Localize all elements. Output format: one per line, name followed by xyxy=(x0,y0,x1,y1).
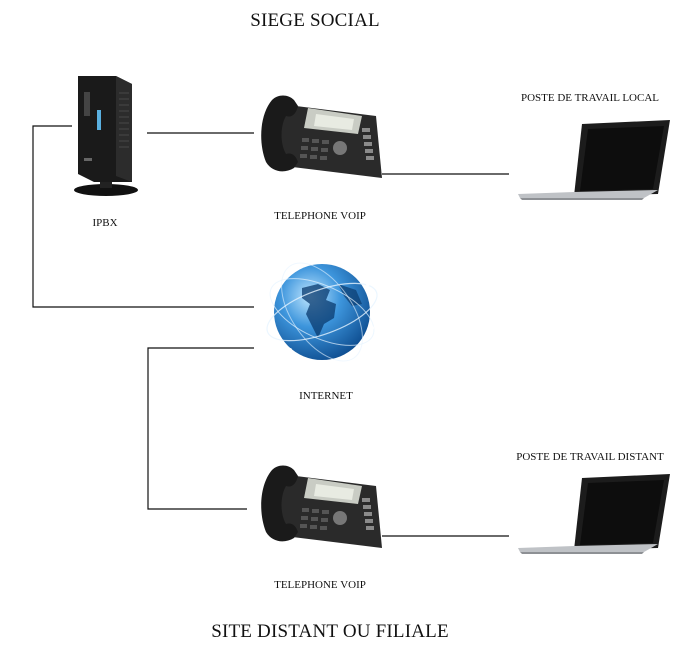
voip-phone-icon xyxy=(261,465,382,548)
label-ipbx: IPBX xyxy=(92,217,118,229)
label-phone-hq: TELEPHONE VOIP xyxy=(274,210,366,222)
label-internet: INTERNET xyxy=(299,390,353,402)
laptop-icon xyxy=(518,474,670,554)
edge-ipbx-internet xyxy=(32,125,254,308)
laptop-icon xyxy=(518,120,670,200)
edge-internet-phone-remote xyxy=(147,347,254,510)
label-laptop-remote: POSTE DE TRAVAIL DISTANT xyxy=(516,451,664,463)
label-laptop-local: POSTE DE TRAVAIL LOCAL xyxy=(520,92,660,104)
title-site-distant: SITE DISTANT OU FILIALE xyxy=(211,621,449,642)
server-tower-icon xyxy=(74,76,138,196)
voip-phone-icon xyxy=(261,95,382,178)
label-phone-remote: TELEPHONE VOIP xyxy=(274,579,366,591)
globe-icon xyxy=(266,256,378,362)
title-siege-social: SIEGE SOCIAL xyxy=(250,10,380,31)
